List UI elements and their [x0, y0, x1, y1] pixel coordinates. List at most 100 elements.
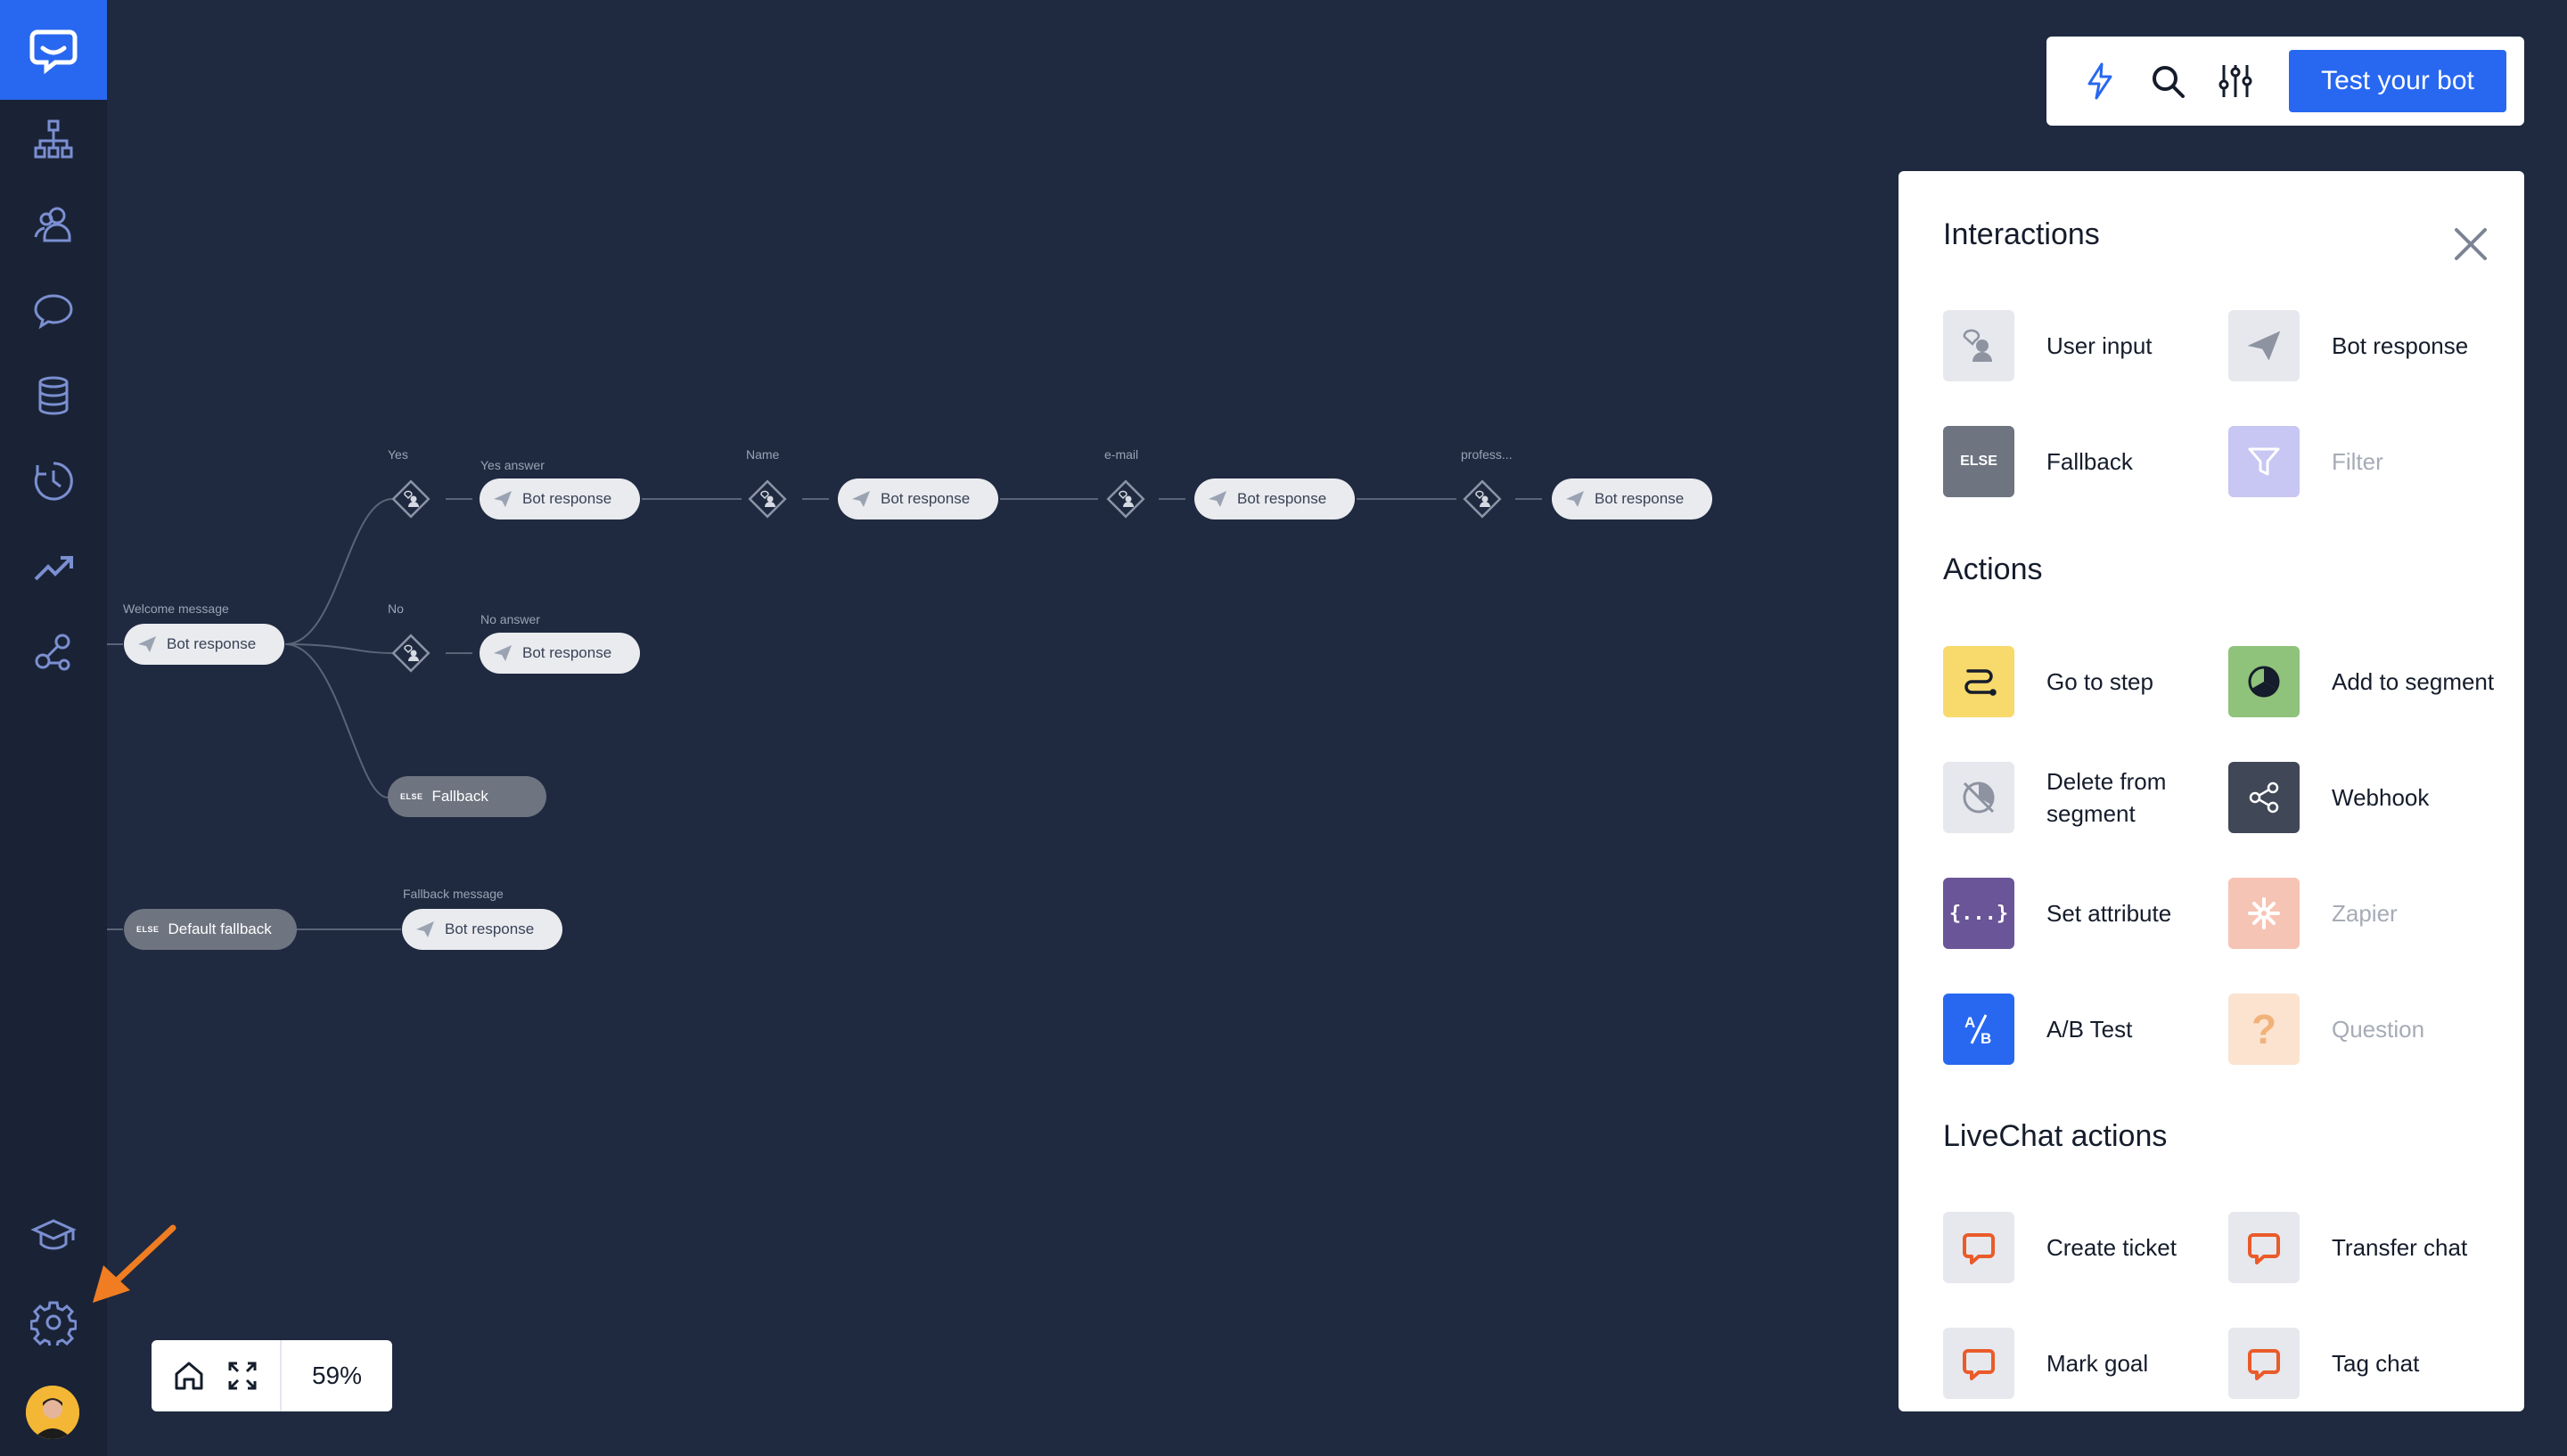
interactions-title: Interactions	[1943, 217, 2100, 251]
node-text: Bot response	[1237, 490, 1327, 507]
user-input-node[interactable]	[1460, 477, 1505, 521]
svg-text:A: A	[1964, 1014, 1975, 1031]
node-text: Bot response	[1595, 490, 1685, 507]
panel-item-mark-goal[interactable]: Mark goal	[1943, 1328, 2228, 1399]
item-label: Go to step	[2046, 668, 2153, 695]
item-label: Add to segment	[2332, 668, 2495, 695]
node-text: Bot response	[445, 920, 535, 937]
chat-bubble-icon[interactable]	[27, 283, 80, 337]
default-fallback-node[interactable]: ELSE Default fallback	[124, 909, 297, 950]
node-text: Bot response	[522, 490, 612, 507]
settings-icon[interactable]	[27, 1296, 80, 1349]
else-icon-text: ELSE	[1960, 454, 1997, 469]
fallback-node[interactable]: ELSE Fallback	[388, 776, 546, 817]
interactions-panel: Interactions User input Bot response ELS…	[1899, 171, 2524, 1411]
livechat-actions-title: LiveChat actions	[1943, 1119, 2168, 1153]
user-input-node[interactable]	[745, 477, 790, 521]
trend-icon[interactable]	[27, 540, 80, 593]
node-label: No answer	[480, 612, 540, 626]
user-input-node[interactable]	[1103, 477, 1148, 521]
item-label: Create ticket	[2046, 1234, 2177, 1261]
test-your-bot-button[interactable]: Test your bot	[2289, 50, 2506, 112]
flow-canvas[interactable]: Yes Yes answer Name e-mail profess... We…	[107, 0, 2567, 1456]
bot-response-node[interactable]: Bot response	[1194, 479, 1355, 519]
user-input-icon	[1943, 310, 2014, 381]
database-icon[interactable]	[27, 369, 80, 422]
panel-item-bot-response[interactable]: Bot response	[2228, 310, 2514, 381]
node-label: Welcome message	[123, 601, 229, 616]
panel-item-tag-chat[interactable]: Tag chat	[2228, 1328, 2514, 1399]
user-input-node[interactable]	[389, 477, 433, 521]
livechat-icon	[2228, 1212, 2300, 1283]
paper-plane-icon	[852, 491, 870, 507]
paper-plane-icon	[2228, 310, 2300, 381]
bot-response-node[interactable]: Bot response	[838, 479, 998, 519]
panel-item-zapier[interactable]: Zapier	[2228, 878, 2514, 949]
user-input-node[interactable]	[389, 631, 433, 675]
bot-response-node[interactable]: Bot response	[480, 479, 640, 519]
node-label: Name	[746, 447, 780, 462]
item-label: Zapier	[2332, 900, 2398, 927]
node-label: Yes answer	[480, 458, 545, 472]
paper-plane-icon	[416, 921, 434, 937]
item-label: Fallback	[2046, 448, 2133, 475]
panel-item-add-to-segment[interactable]: Add to segment	[2228, 646, 2514, 717]
item-label: Set attribute	[2046, 900, 2172, 927]
panel-item-delete-from-segment[interactable]: Delete from segment	[1943, 762, 2228, 833]
panel-item-filter[interactable]: Filter	[2228, 426, 2514, 497]
braces-icon: {...}	[1943, 878, 2014, 949]
close-icon[interactable]	[2444, 217, 2497, 271]
else-tag: ELSE	[400, 792, 423, 801]
livechat-icon	[2228, 1328, 2300, 1399]
panel-item-set-attribute[interactable]: {...} Set attribute	[1943, 878, 2228, 949]
zapier-icon	[2228, 878, 2300, 949]
pie-icon	[2228, 646, 2300, 717]
avatar[interactable]	[26, 1386, 79, 1439]
panel-item-create-ticket[interactable]: Create ticket	[1943, 1212, 2228, 1283]
flow-icon[interactable]	[27, 112, 80, 166]
history-icon[interactable]	[27, 454, 80, 508]
bot-response-node[interactable]: Bot response	[124, 624, 284, 665]
item-label: Question	[2332, 1016, 2425, 1043]
users-icon[interactable]	[27, 198, 80, 251]
pie-crossed-icon	[1943, 762, 2014, 833]
top-toolbar: Test your bot	[2046, 37, 2524, 126]
search-icon[interactable]	[2141, 54, 2194, 108]
node-text: Bot response	[167, 635, 257, 652]
zoom-level: 59%	[311, 1362, 363, 1389]
zoom-controls: 59%	[152, 1340, 392, 1411]
integrations-icon[interactable]	[27, 626, 80, 679]
item-label: Mark goal	[2046, 1350, 2149, 1377]
logo-chat-icon[interactable]	[0, 0, 107, 100]
panel-item-user-input[interactable]: User input	[1943, 310, 2228, 381]
sliders-icon[interactable]	[2209, 54, 2262, 108]
item-label: Filter	[2332, 448, 2383, 475]
panel-item-fallback[interactable]: ELSE Fallback	[1943, 426, 2228, 497]
actions-title: Actions	[1943, 552, 2043, 586]
node-text: Bot response	[522, 644, 612, 661]
panel-item-transfer-chat[interactable]: Transfer chat	[2228, 1212, 2514, 1283]
item-label: Bot response	[2332, 332, 2469, 359]
svg-text:B: B	[1981, 1030, 1991, 1047]
lightning-icon[interactable]	[2073, 54, 2127, 108]
home-icon[interactable]	[162, 1349, 216, 1403]
bot-response-node[interactable]: Bot response	[480, 633, 640, 674]
paper-plane-icon	[494, 645, 512, 661]
item-label: Webhook	[2332, 784, 2430, 811]
paper-plane-icon	[1566, 491, 1584, 507]
node-label: Fallback message	[403, 887, 504, 901]
panel-item-question[interactable]: ? Question	[2228, 994, 2514, 1065]
paper-plane-icon	[138, 636, 156, 652]
fit-screen-icon[interactable]	[216, 1349, 269, 1403]
node-text: Bot response	[881, 490, 971, 507]
bot-response-node[interactable]: Bot response	[1552, 479, 1712, 519]
item-label: User input	[2046, 332, 2153, 359]
academy-icon[interactable]	[27, 1208, 80, 1262]
node-label: Yes	[388, 447, 408, 462]
bot-response-node[interactable]: Bot response	[402, 909, 562, 950]
panel-item-webhook[interactable]: Webhook	[2228, 762, 2514, 833]
node-label: profess...	[1461, 447, 1513, 462]
panel-item-go-to-step[interactable]: Go to step	[1943, 646, 2228, 717]
